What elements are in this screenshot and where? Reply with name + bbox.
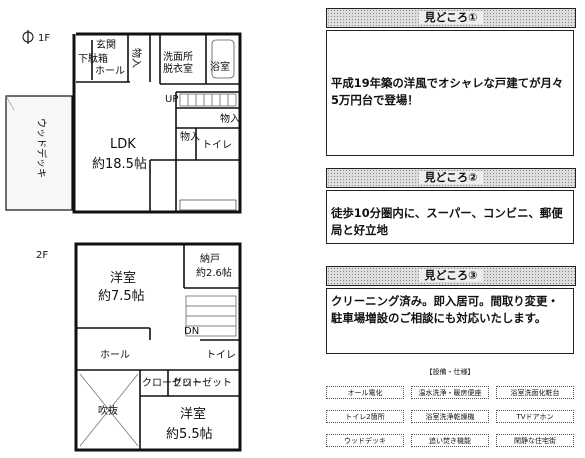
room-closet-a: クローゼット [142, 377, 202, 389]
point2-text: 徒歩10分圏内に、スーパー、コンビニ、郵便局と好立地 [331, 206, 563, 237]
floor-plan: 1F 2F ウッドデッキ 玄関 下駄箱 ホール 物入 洗面 [5, 30, 242, 452]
kitchen-counter [179, 199, 237, 211]
room-ldk: LDK [110, 137, 136, 152]
stairs-dn-label: DN [184, 326, 199, 337]
stairs-up-label: UP [165, 94, 178, 105]
north-compass-icon [22, 30, 34, 44]
floor2-label: 2F [36, 250, 48, 261]
point2-header: 見どころ② [326, 168, 576, 188]
point3-body: クリーニング済み。即入居可。間取り変更・駐車場増設のご相談にも対応いたします。 [326, 288, 574, 354]
floor1-stairs [179, 93, 237, 107]
room-closet-n: 納戸 [200, 252, 220, 265]
room-western2: 洋室 [180, 406, 206, 422]
point1-header: 見どころ① [326, 8, 576, 28]
room-toilet2: トイレ [206, 350, 236, 361]
room-storage3: 物入 [180, 130, 200, 143]
floor1-walls [72, 32, 242, 214]
spec-tag: ウッドデッキ [326, 434, 404, 447]
point1-body: 平成19年築の洋風でオシャレな戸建てが月々5万円台で登場！ [326, 30, 574, 156]
point3-text: クリーニング済み。即入居可。間取り変更・駐車場増設のご相談にも対応いたします。 [331, 294, 559, 325]
room-hall2: ホール [100, 349, 130, 361]
room-storage1: 物入 [130, 48, 143, 68]
point2-header-text: 見どころ② [418, 171, 484, 184]
spec-tag: 温水洗浄・暖房便座 [411, 386, 489, 399]
specs-title: 【設備・仕様】 [425, 368, 475, 376]
room-void: 吹抜 [98, 404, 118, 417]
deck-area [5, 95, 73, 211]
room-genkan: 玄関 [96, 38, 116, 51]
floor2-walls [74, 242, 242, 452]
spec-tag: 浴室洗面化粧台 [496, 386, 574, 399]
floor1-label: 1F [38, 33, 50, 44]
room-bath: 浴室 [210, 60, 230, 73]
spec-tag: 閑静な住宅街 [496, 434, 574, 447]
spec-tag: 浴室洗浄乾燥機 [411, 410, 489, 423]
spec-tag: 追い焚き機能 [411, 434, 489, 447]
room-western1: 洋室 [110, 270, 136, 286]
point1-header-text: 見どころ① [418, 11, 484, 24]
room-storage2: 物入 [220, 112, 240, 125]
floor2-inner-walls [76, 244, 240, 450]
room-dressing: 脱衣室 [163, 62, 193, 75]
room-hall1: ホール [95, 65, 125, 77]
floor2-stairs [185, 295, 237, 337]
room-western2-size: 約5.5帖 [166, 427, 213, 442]
spec-tag: トイレ2箇所 [326, 410, 404, 423]
point3-header: 見どころ③ [326, 266, 576, 286]
floor1-inner-walls [76, 34, 240, 212]
bathtub [211, 39, 235, 79]
room-western1-size: 約7.5帖 [98, 289, 145, 304]
room-closet-b: クローゼット [172, 377, 232, 389]
point3-header-text: 見どころ③ [418, 269, 484, 282]
room-shoes: 下駄箱 [78, 52, 108, 65]
spec-tag: TVドアホン [496, 410, 574, 423]
void-area [79, 373, 139, 447]
point2-body: 徒歩10分圏内に、スーパー、コンビニ、郵便局と好立地 [326, 190, 574, 244]
room-closet-n-size: 約2.6帖 [196, 266, 232, 279]
room-ldk-size: 約18.5帖 [92, 157, 147, 172]
deck-label: ウッドデッキ [35, 118, 48, 178]
spec-tag: オール電化 [326, 386, 404, 399]
point1-text: 平成19年築の洋風でオシャレな戸建てが月々5万円台で登場！ [331, 76, 564, 107]
room-toilet1: トイレ [202, 140, 232, 151]
room-sink: 洗面所 [163, 51, 193, 63]
